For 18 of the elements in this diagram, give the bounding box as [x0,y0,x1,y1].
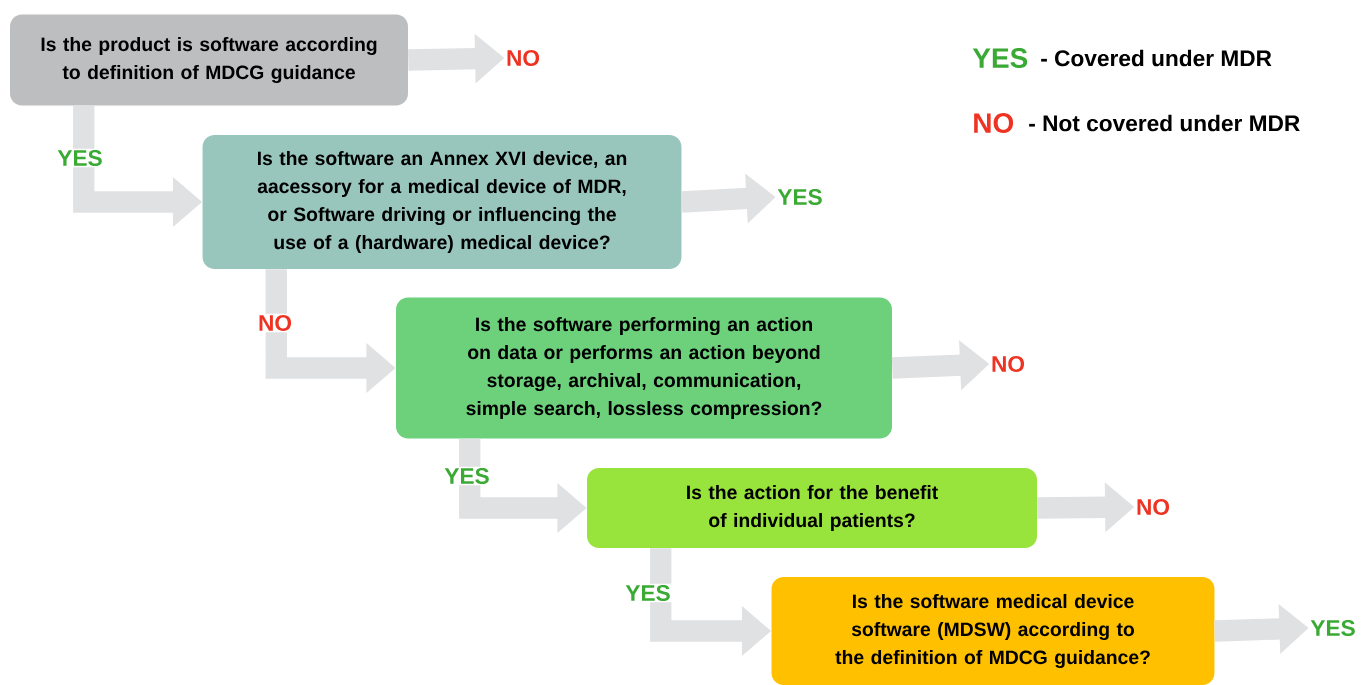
edge-label: YES [56,148,105,168]
edge-label: YES [443,466,491,486]
answer-text: YES [1310,619,1355,637]
question-box: Is the action for the benefit of individual patients? [587,468,1037,548]
answer-text: NO [507,49,540,67]
answer-text: NO [992,355,1025,373]
answer-text: YES [777,188,822,206]
question-box: Is the software an Annex XVI device, an aacessory for a medical device of MDR, or Software driving or influencing the use of a (hardware) medical device? [202,135,682,269]
legend-text: NO [974,113,1014,133]
legend-text: - Not covered under MDR [1029,114,1300,132]
legend-text: YES [972,48,1028,68]
question-box: Is the software performing an action on data or performs an action beyond storage, archival, communication, simple search, lossless compression? [396,297,892,439]
edge-label: YES [624,583,672,603]
answer-text: NO [1137,498,1170,516]
legend-text: - Covered under MDR [1041,49,1272,67]
question-box: Is the software medical device software (MDSW) according to the definition of MDCG guidance? [771,577,1215,685]
edge-label: NO [256,313,294,333]
question-box: Is the product is software according to definition of MDCG guidance [10,14,408,106]
